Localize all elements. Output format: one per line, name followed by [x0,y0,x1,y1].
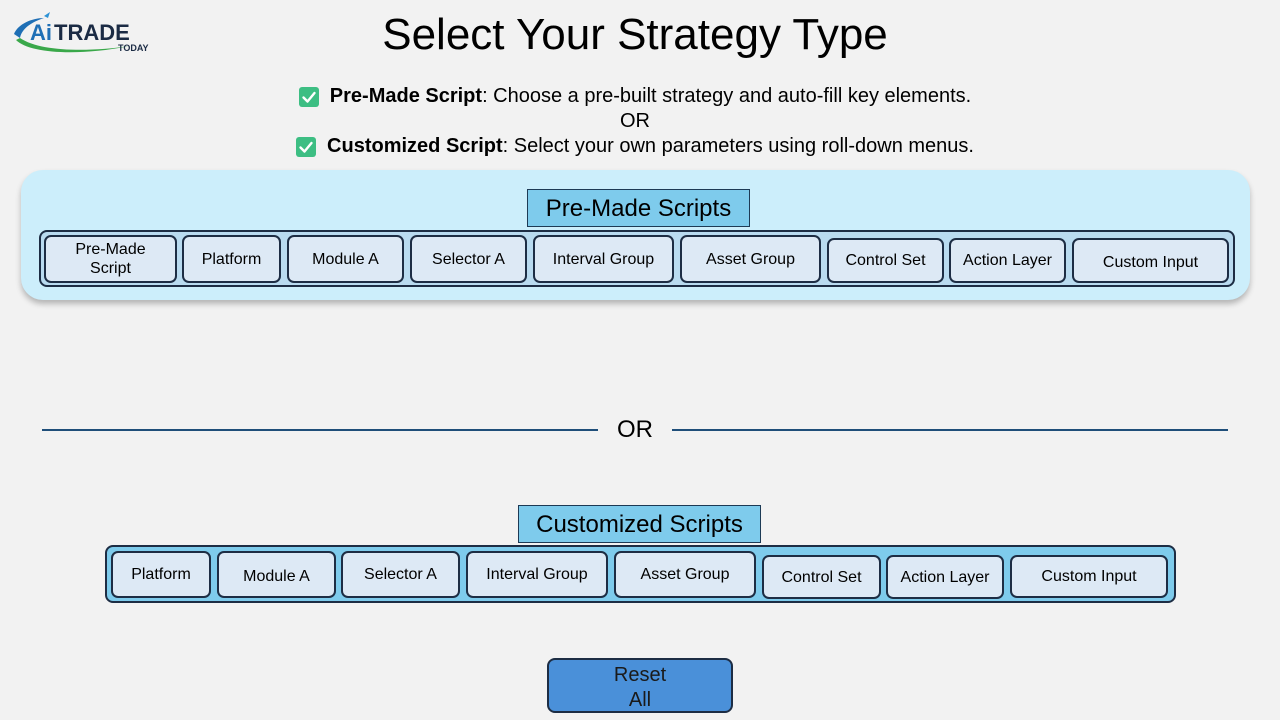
premade-interval-group-dropdown[interactable]: Interval Group [533,235,674,283]
or-separator-text: OR [620,110,650,132]
ai-trade-today-logo: Ai TRADE TODAY [10,10,160,56]
customized-scripts-label: Customized Scripts [518,505,761,543]
svg-text:Ai: Ai [30,20,52,45]
premade-control-set-dropdown[interactable]: Control Set [827,238,944,283]
premade-selector-a-dropdown[interactable]: Selector A [410,235,527,283]
option-premade-title: Pre-Made Script [329,85,483,107]
reset-all-button[interactable]: Reset All [547,658,733,713]
custom-action-layer-dropdown[interactable]: Action Layer [886,555,1004,599]
svg-text:TRADE: TRADE [54,20,130,45]
option-customized-title: Customized Script [327,135,503,157]
page-title: Select Your Strategy Type [382,10,888,59]
reset-line-2: All [628,689,652,711]
or-divider-text: OR [617,416,653,443]
divider-right [672,429,1228,431]
strategy-options: Pre-Made Script: Choose a pre-built stra… [0,84,1270,159]
premade-custom-input-field[interactable]: Custom Input [1072,238,1229,283]
premade-script-dropdown[interactable]: Pre-Made Script [44,235,177,283]
svg-text:TODAY: TODAY [118,43,149,53]
option-premade-desc: : Choose a pre-built strategy and auto-f… [482,85,972,107]
premade-module-a-dropdown[interactable]: Module A [287,235,404,283]
custom-control-set-dropdown[interactable]: Control Set [762,555,881,599]
checkmark-icon [296,136,317,157]
custom-selector-a-dropdown[interactable]: Selector A [341,551,460,598]
checkmark-icon [298,86,319,107]
premade-platform-dropdown[interactable]: Platform [182,235,281,283]
option-premade: Pre-Made Script: Choose a pre-built stra… [0,84,1270,109]
option-customized-desc: : Select your own parameters using roll-… [502,135,974,157]
custom-custom-input-field[interactable]: Custom Input [1010,555,1168,598]
option-customized: Customized Script: Select your own param… [0,134,1270,159]
reset-line-1: Reset [613,664,667,686]
premade-asset-group-dropdown[interactable]: Asset Group [680,235,821,283]
divider-left [42,429,598,431]
custom-platform-dropdown[interactable]: Platform [111,551,211,598]
custom-asset-group-dropdown[interactable]: Asset Group [614,551,756,598]
custom-module-a-dropdown[interactable]: Module A [217,551,336,598]
premade-scripts-label: Pre-Made Scripts [527,189,750,227]
custom-interval-group-dropdown[interactable]: Interval Group [466,551,608,598]
premade-action-layer-dropdown[interactable]: Action Layer [949,238,1066,283]
